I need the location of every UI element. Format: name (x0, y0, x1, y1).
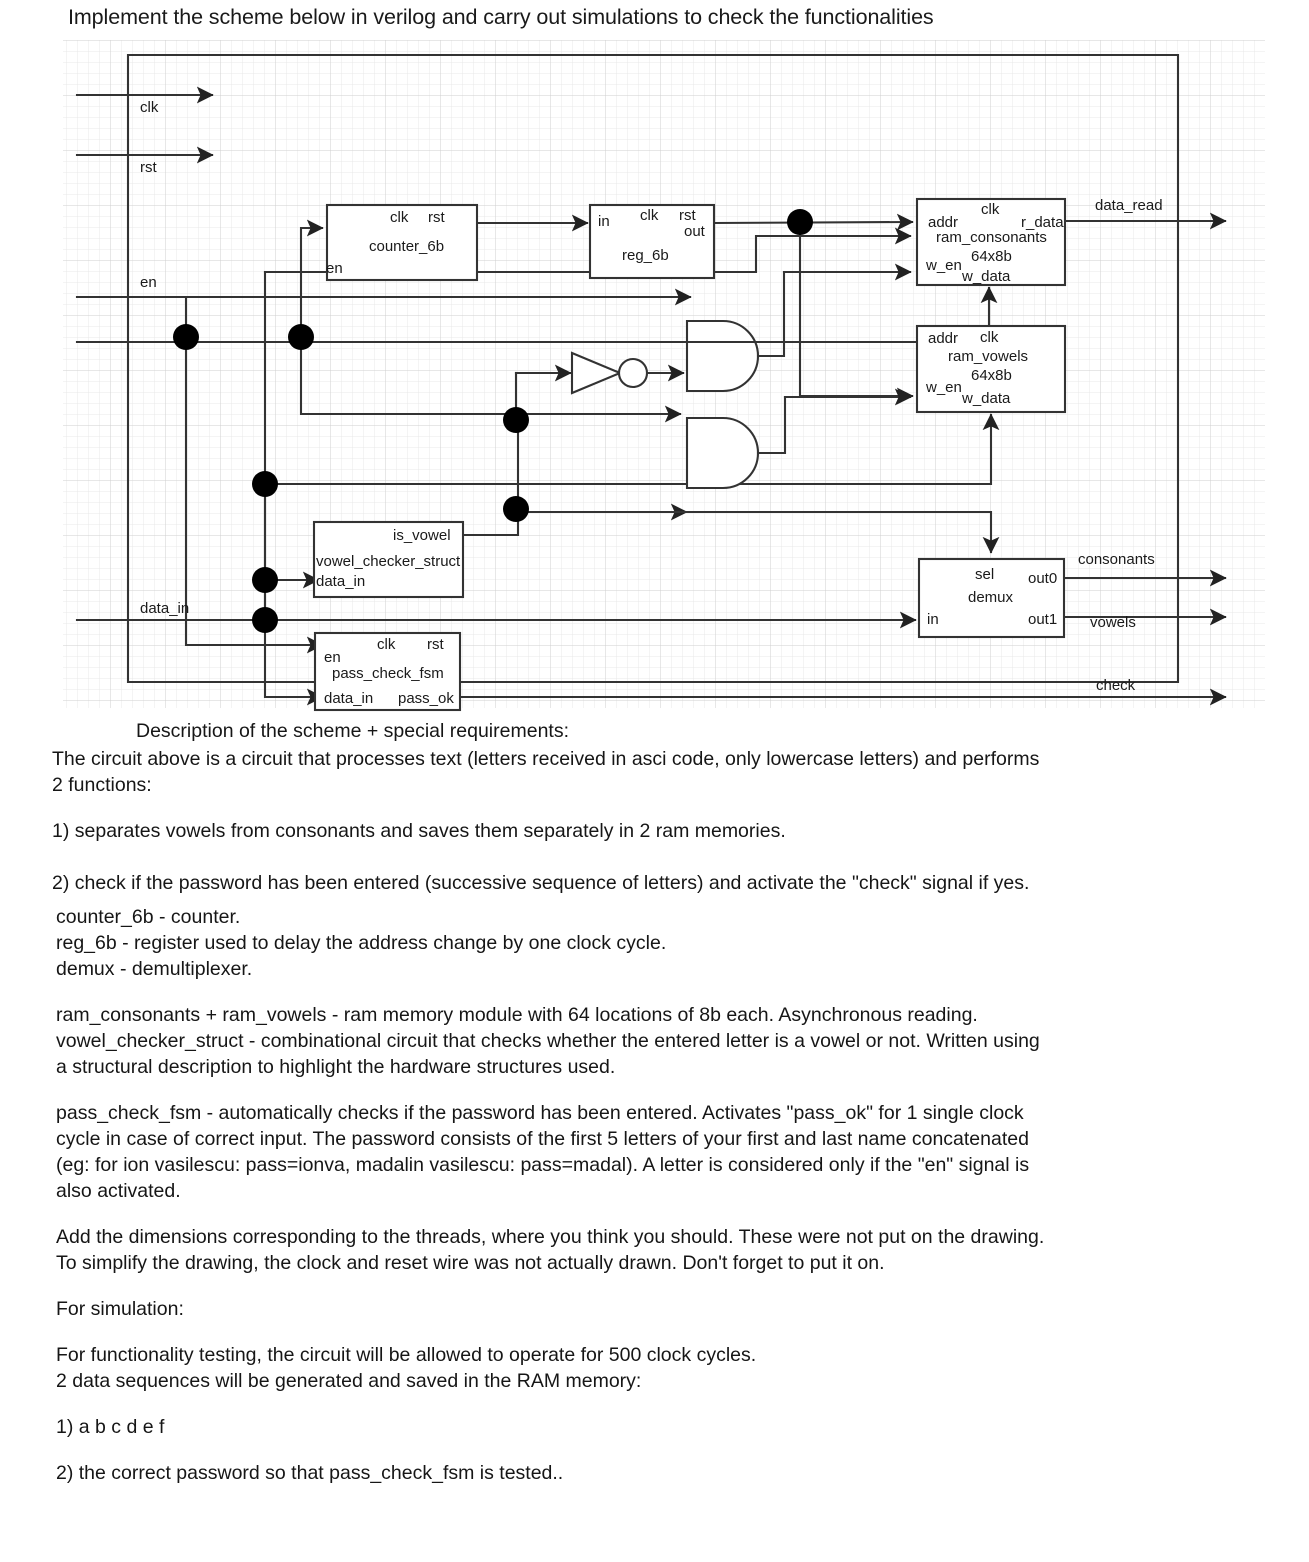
label-vowels: vowels (1090, 614, 1136, 631)
and-gate-2 (685, 416, 759, 490)
reg-rst-label: rst (679, 207, 696, 224)
fsm-name-label: pass_check_fsm (332, 665, 444, 682)
simulation-body: For functionality testing, the circuit w… (56, 1344, 757, 1392)
counter-en-label: en (326, 260, 343, 277)
reg-out-label: out (684, 223, 706, 240)
checker-datain-label: data_in (316, 573, 365, 590)
block-vowel-checker-struct (312, 520, 465, 599)
wire-and1-out (756, 270, 786, 358)
ramv-size-label: 64x8b (971, 367, 1012, 384)
counter-name-label: counter_6b (369, 238, 444, 255)
block-ram-consonants (915, 197, 1067, 287)
simulation-sequence-1: 1) a b c d e f (56, 1416, 165, 1438)
description-section: Description of the scheme + special requ… (0, 718, 1309, 1486)
inverter-bubble-icon (617, 357, 649, 389)
block-pass-check-fsm (313, 631, 462, 712)
junction-dot-isvowel-mid (503, 496, 529, 522)
description-function-2: 2) check if the password has been entere… (52, 872, 1030, 894)
counter-clk-label: clk (390, 209, 409, 226)
label-check: check (1096, 677, 1136, 694)
label-en: en (140, 274, 157, 291)
fsm-en-label: en (324, 649, 341, 666)
reg-in-label: in (598, 213, 610, 230)
fsm-passok-label: pass_ok (398, 690, 454, 707)
demux-name-label: demux (968, 589, 1014, 606)
description-intro: The circuit above is a circuit that proc… (52, 748, 1040, 796)
wire-is-vowel-to-ramv-wdata (263, 413, 1000, 486)
description-dimensions-note: Add the dimensions corresponding to the … (56, 1226, 1045, 1274)
counter-rst-label: rst (428, 209, 445, 226)
description-definitions-fsm: pass_check_fsm - automatically checks if… (56, 1102, 1030, 1202)
ramv-name-label: ram_vowels (948, 348, 1028, 365)
demux-out0-label: out0 (1028, 570, 1057, 587)
label-data-in: data_in (140, 600, 189, 617)
ramv-addr-label: addr (928, 330, 958, 347)
page-title: Implement the scheme below in verilog an… (68, 5, 934, 29)
block-ram-vowels (915, 324, 1067, 414)
wire-en-to-counter (299, 219, 324, 299)
label-data-read: data_read (1095, 197, 1163, 214)
junction-dot-reg-out (787, 209, 813, 235)
description-function-1: 1) separates vowels from consonants and … (52, 820, 786, 842)
reg-clk-label: clk (640, 207, 659, 224)
block-demux (917, 557, 1066, 639)
fsm-datain-label: data_in (324, 690, 373, 707)
ramv-clk-label: clk (980, 329, 999, 346)
block-reg-6b (588, 203, 716, 280)
outer-frame (126, 53, 1180, 684)
simulation-sequence-2: 2) the correct password so that pass_che… (56, 1462, 564, 1484)
fsm-clk-label: clk (377, 636, 396, 653)
ramc-clk-label: clk (981, 201, 1000, 218)
demux-out1-label: out1 (1028, 611, 1057, 628)
wire-is-vowel-to-demux-sel (516, 510, 1000, 554)
and-gate-1 (685, 319, 759, 393)
description-definitions-basic: counter_6b - counter. reg_6b - register … (56, 906, 667, 980)
ramc-wen-label: w_en (925, 257, 962, 274)
checker-isvowel-label: is_vowel (393, 527, 451, 544)
description-heading: Description of the scheme + special requ… (136, 720, 569, 742)
demux-in-label: in (927, 611, 939, 628)
description-definitions-memory: ram_consonants + ram_vowels - ram memory… (56, 1004, 1040, 1078)
label-rst: rst (140, 159, 157, 176)
checker-name-label: vowel_checker_struct (316, 553, 461, 570)
simulation-heading: For simulation: (56, 1298, 184, 1320)
junction-dot-en-2 (288, 324, 314, 350)
wire-and2-out (756, 395, 787, 455)
demux-sel-label: sel (975, 566, 994, 583)
ramc-rdata-label: r_data (1021, 214, 1064, 231)
junction-dot-datain-up (252, 471, 278, 497)
reg-name-label: reg_6b (622, 247, 669, 264)
wire-en-to-fsm (184, 295, 324, 654)
ramv-wen-label: w_en (925, 379, 962, 396)
fsm-rst-label: rst (427, 636, 444, 653)
ramc-name-label: ram_consonants (936, 229, 1047, 246)
ramc-addr-label: addr (928, 214, 958, 231)
ramc-size-label: 64x8b (971, 248, 1012, 265)
label-clk: clk (140, 99, 159, 116)
block-counter-6b (325, 203, 479, 282)
inverter-triangle (570, 351, 623, 395)
junction-dot-en-1 (173, 324, 199, 350)
wire-en-right-branch (263, 227, 912, 274)
junction-dot-datain-bus (252, 607, 278, 633)
junction-dot-datain-checker (252, 567, 278, 593)
ramv-wdata-label: w_data (961, 390, 1011, 407)
wire-data-in-to-fsm (263, 618, 324, 706)
ramc-wdata-label: w_data (961, 268, 1011, 285)
circuit-diagram: clk rst en data_in data_read consonants … (63, 40, 1265, 712)
label-consonants: consonants (1078, 551, 1155, 568)
junction-dot-isvowel-inv (503, 407, 529, 433)
